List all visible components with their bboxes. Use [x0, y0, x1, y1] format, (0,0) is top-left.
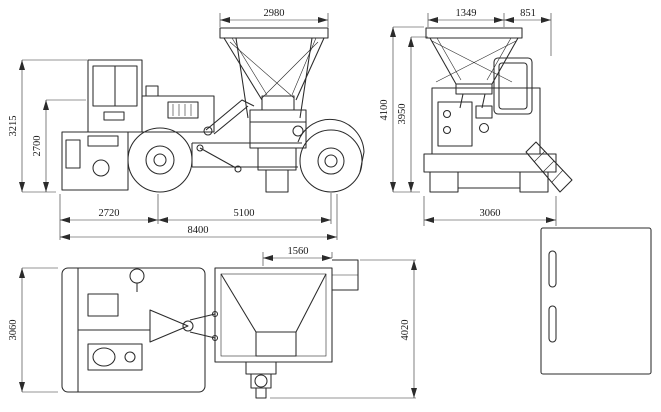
dim-plan-overall-width: 3060 [8, 320, 19, 341]
plan-component-box [87, 293, 119, 317]
dim-side-overall-height: 3215 [8, 116, 19, 137]
side-front-wheel [299, 129, 363, 193]
side-view-dimensions: 2980 3215 2700 2720 5100 8400 [8, 8, 338, 240]
side-hood-vent [167, 101, 199, 119]
plate-slot-bottom [548, 305, 557, 343]
rear-cab-window [498, 62, 528, 110]
rear-right-wheel [519, 171, 549, 193]
plan-hopper [214, 267, 333, 363]
dim-side-rear-overhang: 2720 [99, 208, 120, 219]
side-rear-panel [65, 139, 81, 169]
plan-view-drawing [61, 259, 359, 399]
side-cab-handle [103, 111, 125, 121]
side-boom [205, 99, 255, 131]
rear-body [431, 87, 541, 155]
side-front-fender [297, 118, 365, 153]
plate-outline [540, 227, 652, 375]
side-rear-hub [92, 159, 110, 177]
plate-slot-top [548, 250, 557, 288]
rear-hopper [425, 27, 523, 109]
dim-plan-hopper-width: 1560 [288, 246, 309, 257]
rear-cab [493, 57, 533, 115]
side-view: 2980 3215 2700 2720 5100 8400 [8, 8, 365, 240]
dim-rear-hopper-height: 3950 [397, 104, 408, 125]
dim-rear-overall-height: 4100 [379, 100, 390, 121]
side-hopper [219, 27, 329, 119]
plan-view-dimensions: 3060 1560 4020 [8, 246, 417, 399]
dim-plan-hopper-length: 4020 [400, 320, 411, 341]
plan-articulation-arm [149, 309, 219, 343]
dim-rear-hopper-left-width: 1349 [456, 8, 477, 19]
plan-discharge [245, 361, 277, 399]
rear-left-wheel [429, 171, 459, 193]
rear-engine-panel [437, 101, 473, 147]
dim-side-chassis-height: 2700 [32, 136, 43, 157]
side-exhaust [145, 85, 159, 97]
dim-side-overall-length: 8400 [188, 225, 209, 236]
dim-rear-overall-width: 3060 [480, 208, 501, 219]
side-rear-wheel [127, 127, 193, 193]
dim-side-hopper-top-width: 2980 [264, 8, 285, 19]
side-view-drawing [61, 27, 365, 193]
rear-view: 1349 851 4100 3950 3060 [379, 8, 573, 226]
plan-carrier-body [61, 267, 206, 393]
side-hydraulic-cylinder [199, 147, 237, 169]
dim-side-wheelbase: 5100 [234, 208, 255, 219]
side-hood [141, 95, 215, 133]
rear-frame [423, 153, 557, 173]
plan-view: 3060 1560 4020 [8, 246, 417, 399]
detail-plate [540, 227, 652, 375]
dim-rear-hopper-right-width: 851 [520, 8, 536, 19]
rear-discharge-chute [525, 141, 573, 193]
rear-view-dimensions: 1349 851 4100 3950 3060 [379, 8, 557, 226]
side-rear-vent [87, 135, 119, 147]
plan-engine-box [87, 343, 143, 371]
rear-view-drawing [423, 27, 573, 193]
plan-filler-cap [129, 268, 145, 284]
side-pump-unit [249, 109, 307, 193]
side-boom-pivot [203, 126, 213, 136]
